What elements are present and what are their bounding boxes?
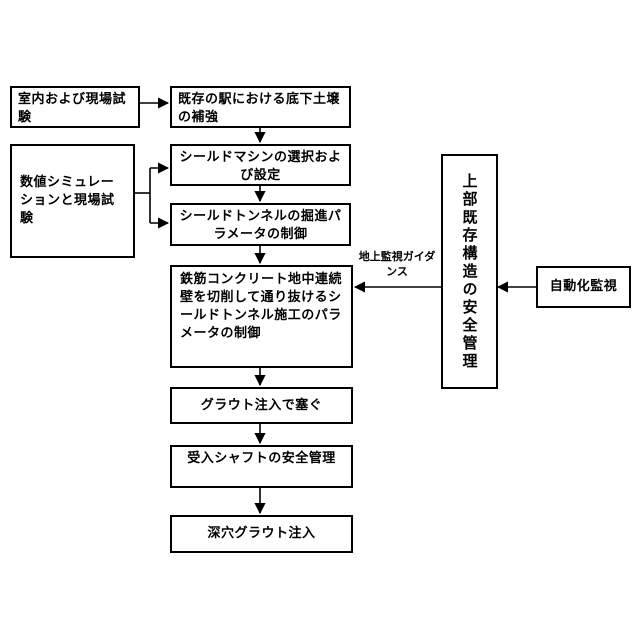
node-drive-control: シールドトンネルの掘進パラメータの制御 xyxy=(170,203,351,246)
node-cut-through: 鉄筋コンクリート地中連続壁を切削して通り抜けるシールドトンネル施工のパラメータの… xyxy=(170,265,353,368)
node-grout-seal: グラウト注入で塞ぐ xyxy=(170,387,353,424)
node-deep-grout: 深穴グラウト注入 xyxy=(170,515,353,553)
node-structure-safety: 上部既存構造の安全管理 xyxy=(441,154,498,389)
node-shaft-safety: 受入シャフトの安全管理 xyxy=(170,445,353,488)
node-auto-monitor: 自動化監視 xyxy=(536,266,631,308)
node-numeric-sim: 数値シミュレーションと現場試験 xyxy=(10,144,135,258)
edge-label-guidance: 地上監視ガイダンス xyxy=(356,249,438,279)
node-underpin: 既存の駅における底下土壌の補強 xyxy=(170,86,351,128)
node-machine-select: シールドマシンの選択および設定 xyxy=(170,144,351,186)
node-lab-test: 室内および現場試験 xyxy=(10,86,140,128)
